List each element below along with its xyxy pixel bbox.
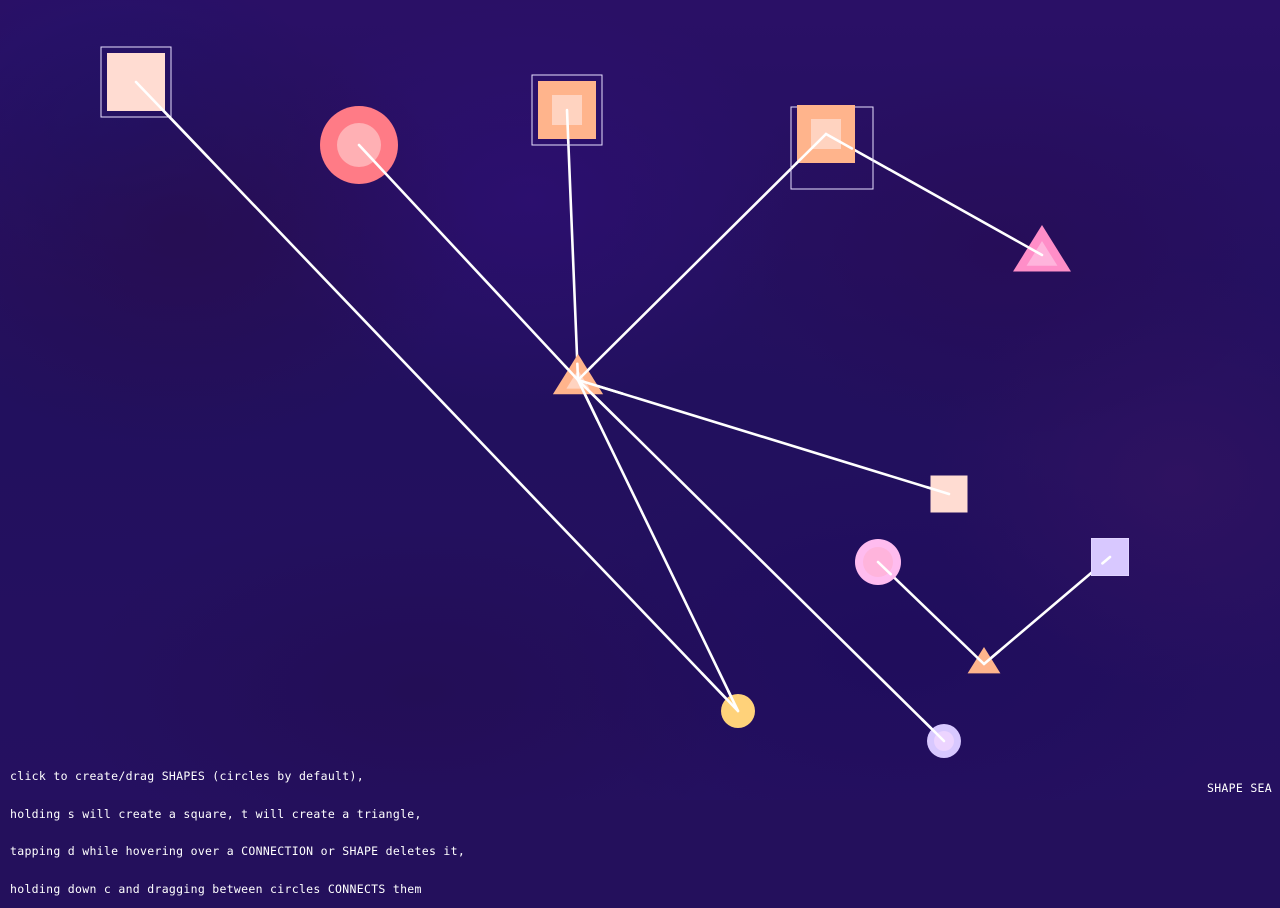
connection-endpoint-t2 — [563, 364, 580, 382]
connection-c1-t2[interactable] — [357, 143, 580, 382]
connection-endpoint-t2 — [576, 362, 580, 382]
connection-endpoint-c1 — [357, 143, 387, 175]
connection-endpoint-s2 — [565, 108, 570, 144]
connection-endpoint-s1 — [134, 80, 210, 159]
connection-t2-c4[interactable] — [576, 378, 946, 743]
instruction-line-create: click to create/drag SHAPES (circles by … — [10, 769, 364, 783]
selection-frame — [531, 74, 603, 146]
connection-endpoint-s5 — [1101, 555, 1112, 565]
instructions-panel: click to create/drag SHAPES (circles by … — [10, 745, 465, 908]
instruction-line-delete: tapping d while hovering over a CONNECTI… — [10, 844, 466, 858]
connection-endpoint-c3 — [700, 671, 740, 713]
connection-endpoint-s3 — [824, 132, 854, 150]
connection-c2-t3[interactable] — [876, 560, 986, 666]
triangle-inner — [1026, 241, 1058, 266]
shape-triangle-t1[interactable] — [1013, 225, 1071, 272]
connection-endpoint-t3 — [976, 656, 986, 666]
shape-square-s3[interactable] — [790, 105, 874, 190]
connections-layer — [134, 80, 1112, 743]
connection-endpoint-t3 — [982, 649, 1001, 666]
connection-endpoint-c3 — [727, 689, 740, 713]
connection-endpoint-t2 — [576, 363, 595, 382]
shape-canvas[interactable] — [0, 0, 1280, 800]
connection-s2-t2[interactable] — [565, 108, 580, 382]
connection-endpoint-t2 — [576, 378, 624, 425]
connection-t3-s5[interactable] — [982, 555, 1112, 666]
connection-endpoint-s3 — [794, 132, 828, 165]
triangle-body — [967, 647, 1001, 674]
connection-s3-t1[interactable] — [824, 132, 1044, 257]
instruction-line-square-triangle: holding s will create a square, t will c… — [10, 806, 422, 821]
connection-s1-c3[interactable] — [134, 80, 740, 713]
connection-endpoint-s4 — [925, 485, 951, 496]
connection-t2-c3[interactable] — [576, 378, 740, 713]
connection-endpoint-c2 — [876, 560, 893, 576]
instruction-line-connect: holding down c and dragging between circ… — [10, 881, 422, 896]
connection-s3-t2[interactable] — [576, 132, 828, 382]
connection-endpoint-t1 — [1027, 246, 1044, 257]
shape-triangle-t3[interactable] — [967, 647, 1001, 674]
connection-t2-s4[interactable] — [576, 378, 951, 496]
shapes-layer — [100, 46, 1129, 758]
selection-frame — [100, 46, 172, 118]
app-title: SHAPE SEA — [1206, 781, 1272, 795]
connection-endpoint-t2 — [576, 378, 624, 395]
connection-endpoint-c4 — [920, 718, 946, 743]
connection-endpoint-t2 — [576, 378, 599, 422]
